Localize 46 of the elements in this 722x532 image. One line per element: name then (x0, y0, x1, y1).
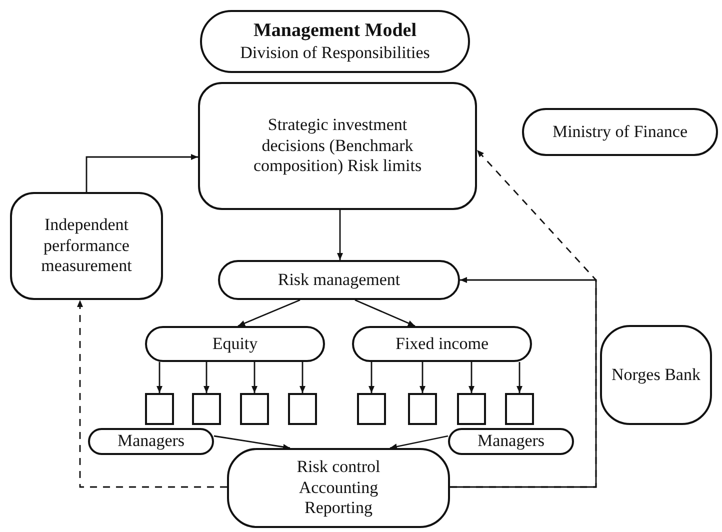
manager-box (288, 393, 317, 425)
process-box (448, 428, 574, 455)
arrow (86, 154, 198, 192)
node-label: Managers (117, 431, 185, 452)
manager-box (505, 393, 534, 425)
manager-box (408, 393, 437, 425)
node-label: Fixed income (395, 334, 488, 354)
arrow (300, 362, 306, 393)
dashed-arrow (77, 300, 227, 488)
process-box (10, 192, 163, 300)
arrow (252, 362, 258, 393)
node-label: Equity (212, 334, 258, 354)
arrow (238, 299, 300, 327)
arrow (204, 362, 210, 393)
arrow (337, 210, 343, 260)
process-box (88, 428, 214, 455)
node-label: Division of Responsibilities (240, 42, 430, 64)
decision-box (198, 82, 477, 210)
arrow (354, 299, 416, 327)
arrow (516, 362, 522, 393)
entity-box (600, 325, 712, 425)
entity-box (522, 108, 718, 156)
arrow (156, 362, 162, 393)
node-label: Norges Bank (612, 364, 700, 386)
manager-box (457, 393, 486, 425)
node-label: Ministry of Finance (552, 122, 688, 142)
node-label: Strategic investment decisions (Benchmark composition) Risk limits (252, 115, 423, 177)
process-box (218, 260, 460, 300)
arrow (214, 435, 290, 450)
manager-box (240, 393, 269, 425)
process-box (227, 448, 450, 528)
node-label: Managers (477, 431, 545, 452)
arrow (390, 435, 448, 450)
manager-box (192, 393, 221, 425)
dashed-arrow (450, 150, 597, 488)
process-box (352, 326, 532, 362)
node-label: Independent performance measurement (40, 215, 133, 277)
manager-box (145, 393, 174, 425)
node-label: Risk control Accounting Reporting (296, 457, 382, 519)
arrow (468, 362, 474, 393)
arrow (368, 362, 374, 393)
process-box (145, 326, 325, 362)
arrow (420, 362, 426, 393)
node-label: Risk management (278, 270, 400, 290)
diagram-heading: Management Model (253, 20, 417, 43)
manager-box (357, 393, 386, 425)
